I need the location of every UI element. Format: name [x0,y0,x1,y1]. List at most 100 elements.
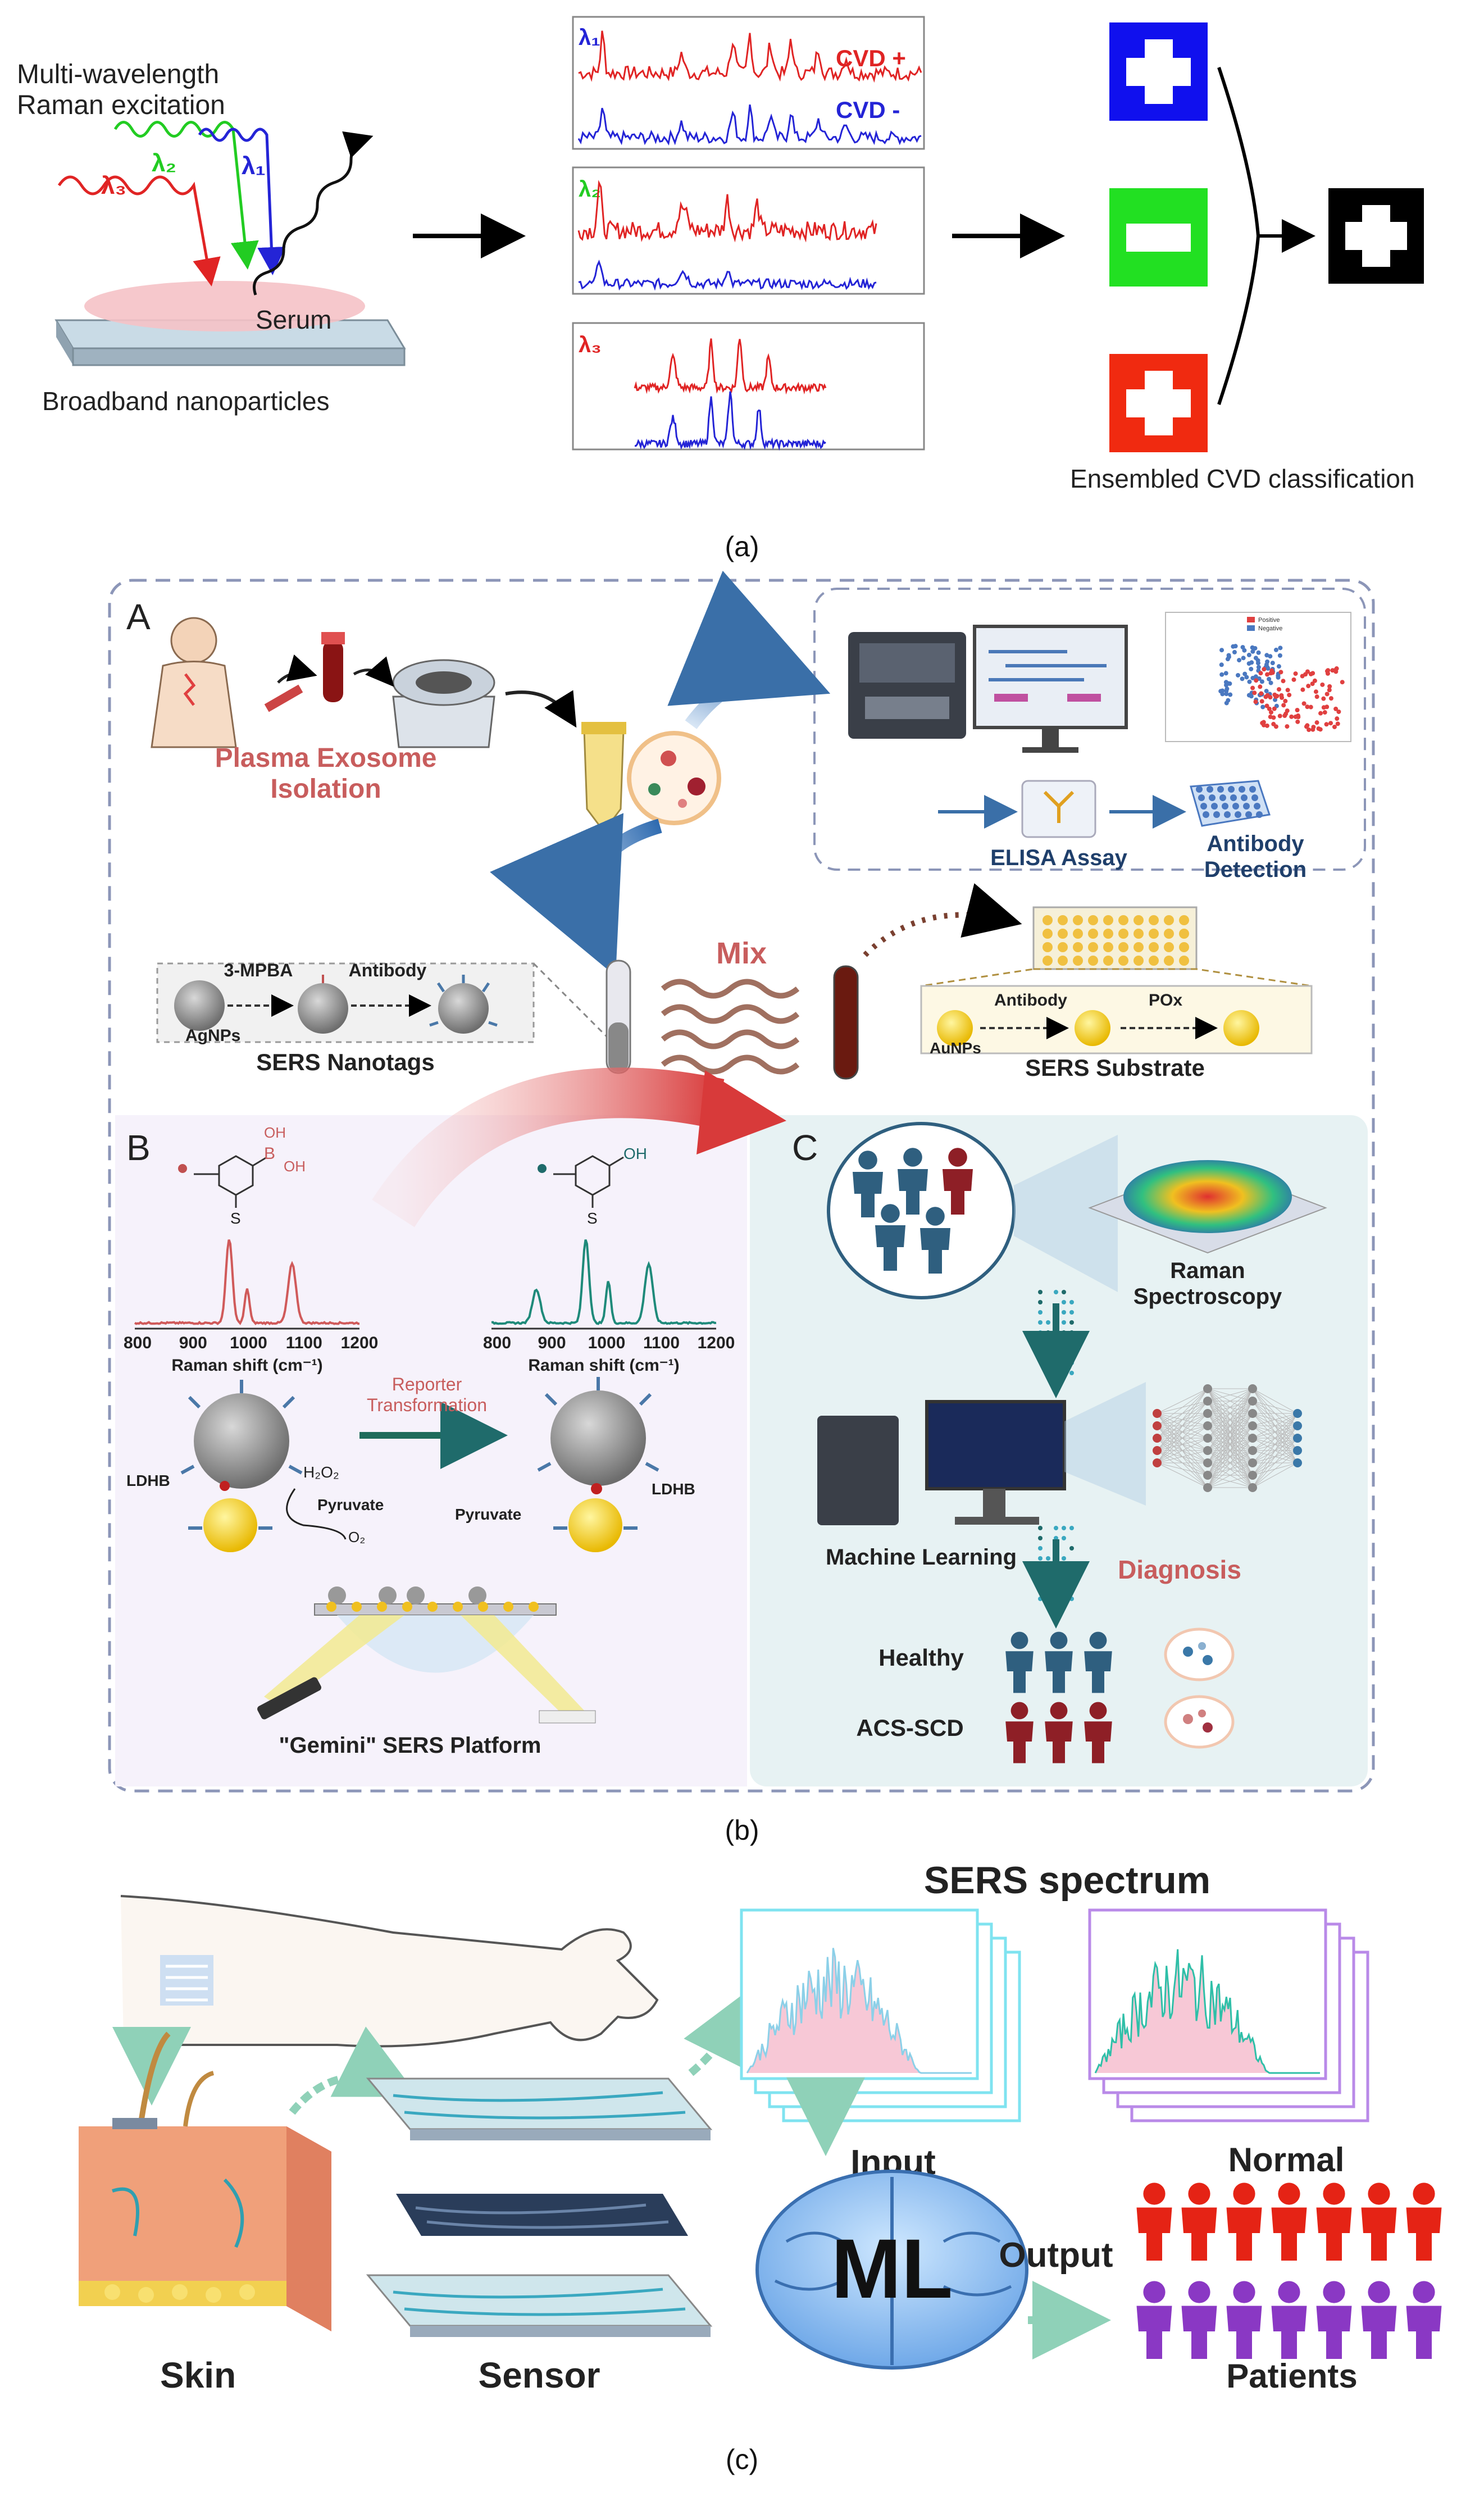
scatter-dot [1289,714,1294,719]
nn-node [1153,1421,1162,1430]
scatter-dot [1271,721,1276,726]
tick-label: 800 [483,1334,511,1352]
nn-node [1153,1458,1162,1467]
scatter-dot [1308,704,1313,710]
substrate-well [1088,929,1098,939]
scatter-dot [1241,656,1246,661]
section-c-label: C [792,1127,818,1168]
nn-node [1203,1446,1212,1455]
scatter-plot-icon: Positive Negative [1165,612,1351,742]
substrate-well [1164,956,1174,966]
mix-label: Mix [716,936,767,970]
substrate-well [1134,915,1144,925]
nn-node [1153,1434,1162,1443]
sulfur-label-2: S [587,1210,598,1227]
platform-aunp [529,1602,539,1612]
scatter-dot [1264,653,1269,658]
skin-label: Skin [160,2355,236,2395]
arrow-to-instrument [667,571,831,729]
agnp-particle-2 [298,975,348,1034]
flow-dot [1069,1361,1074,1365]
antibody-label: Antibody [349,960,427,980]
brain-icon [755,2170,1028,2370]
scatter-dot [1236,672,1241,678]
plate-well [1200,803,1207,810]
section-a-label: A [126,597,151,637]
plate-well [1224,811,1231,818]
scatter-dot [1270,661,1275,666]
aunp-particle-2 [1075,1010,1110,1046]
flow-dot [1062,1300,1066,1304]
nn-node [1203,1471,1212,1480]
arrow-centrifuge-to-tube [505,690,577,728]
arrow-sensor-to-spectrum [684,1985,754,2076]
scatter-dot [1277,687,1282,692]
scatter-dot [1285,724,1290,729]
flow-dot [1046,1566,1050,1571]
scatter-dot [1237,658,1242,663]
healthy-person-icon [1045,1631,1073,1693]
aunp-particle-3 [1223,1010,1259,1046]
flow-dot [1038,1546,1043,1551]
class-plus-blue [1109,22,1208,121]
acs-scd-label: ACS-SCD [856,1715,963,1741]
tick-label: 1100 [286,1334,322,1352]
scatter-dot [1277,653,1282,658]
nn-edge [1207,1475,1253,1488]
flow-dot [1038,1556,1043,1561]
scatter-dot [1259,679,1264,684]
nn-node [1293,1409,1302,1418]
scatter-dot [1328,721,1333,726]
flow-dot [1062,1586,1066,1591]
flow-dot [1069,1330,1074,1335]
normal-person-icon [1316,2183,1352,2261]
scatter-dot [1333,706,1339,711]
tick-label: 1200 [698,1334,735,1352]
substrate-well [1179,915,1189,925]
nn-edge [1157,1462,1208,1476]
plate-well [1251,794,1258,801]
scatter-dot [1253,699,1258,704]
test-tube-1 [606,960,631,1074]
healthy-label: Healthy [878,1644,964,1671]
scatter-dot [1333,669,1339,674]
nn-node [1248,1397,1257,1406]
substrate-well [1058,942,1068,952]
scatter-dot [1340,680,1345,685]
nn-node [1293,1421,1302,1430]
nn-edge [1207,1438,1253,1488]
sensor-label: Sensor [479,2355,600,2395]
scatter-dot [1301,701,1307,706]
h2o2-tail [286,1488,347,1540]
nn-node [1248,1446,1257,1455]
substrate-well [1149,915,1159,925]
flow-dot [1046,1340,1050,1345]
spectrum-cvd-pos [578,30,922,83]
population-circle [827,1122,1118,1299]
scatter-dot [1320,682,1325,687]
spectrum-box-lambda2: λ₂ [572,166,925,295]
scatter-dot [1307,728,1312,733]
plate-well [1245,811,1252,818]
big-red-arrowhead [697,1070,786,1154]
nanotag-assembly-2 [537,1377,659,1552]
scatter-dot [1330,668,1335,673]
flow-dot [1062,1536,1066,1540]
scatter-dot [1265,672,1270,677]
plate-well [1239,786,1245,793]
substrate-well [1043,942,1053,952]
nn-node [1248,1384,1257,1393]
plate-well [1222,803,1228,810]
aunp-particle-1 [937,1010,973,1046]
section-b-label: B [126,1127,151,1168]
nanotag-assembly-1 [180,1380,303,1552]
acs-person-icon [1084,1702,1112,1763]
flow-dot [1062,1290,1066,1294]
skin-block [79,2031,331,2331]
